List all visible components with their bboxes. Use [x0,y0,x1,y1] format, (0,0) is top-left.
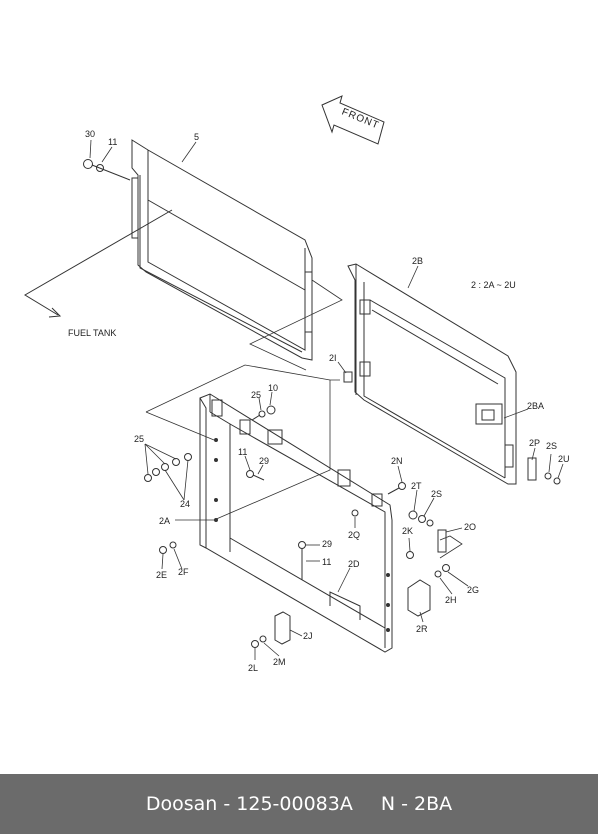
callout-29: 29 [322,539,332,549]
front-direction-arrow: FRONT [321,95,385,145]
callout-2P: 2P [529,438,540,448]
callout-5: 5 [194,132,199,142]
callout-24: 24 [180,499,190,509]
callout-11: 11 [322,557,331,567]
callout-2M: 2M [273,657,286,667]
callout-30: 30 [85,129,95,139]
footer-bar: Doosan - 125-00083A N - 2BA [0,774,598,834]
callout-10: 10 [268,383,278,393]
range-note: 2 : 2A ~ 2U [471,280,516,290]
callout-2I: 2I [329,353,337,363]
callout-2O: 2O [464,522,476,532]
clip-2I [343,371,353,383]
callout-2S: 2S [546,441,557,451]
callout-2D: 2D [348,559,360,569]
callout-2K: 2K [402,526,413,536]
panel-frame [199,393,393,653]
fuel-tank-pointer: FUEL TANK [24,209,173,338]
callout-2A: 2A [159,516,170,526]
callout-11: 11 [238,447,247,457]
callout-2U: 2U [558,454,570,464]
callout-labels: 30 11 5 2B 2 : 2A ~ 2U 2I 25 10 25 24 11… [85,129,570,673]
exploded-parts-diagram: FRONT FUEL TANK [24,95,570,673]
callout-2BA: 2BA [527,401,544,411]
callout-2B: 2B [412,256,423,266]
reference-text: N - 2BA [380,793,453,815]
bracket-2R [407,579,431,617]
callout-2S: 2S [431,489,442,499]
fuel-tank-label: FUEL TANK [68,328,116,338]
callout-2Q: 2Q [348,530,360,540]
callout-2F: 2F [178,567,189,577]
bracket-2O [437,529,447,553]
part-number-text: Doosan - 125-00083A [145,793,353,815]
callout-2N: 2N [391,456,403,466]
callout-11: 11 [108,137,117,147]
left-side-panel [131,139,313,361]
callout-2H: 2H [445,595,457,605]
callout-2R: 2R [416,624,428,634]
callout-2E: 2E [156,570,167,580]
callout-25: 25 [134,434,144,444]
fasteners [83,159,561,648]
reference-lines [89,139,564,660]
callout-2T: 2T [411,481,422,491]
callout-29: 29 [259,456,269,466]
right-side-panel [347,263,517,485]
callout-2L: 2L [248,663,258,673]
callout-2J: 2J [303,631,313,641]
callout-2G: 2G [467,585,479,595]
bracket-2J [274,611,291,645]
bracket-2P [527,457,537,481]
callout-25: 25 [251,390,261,400]
